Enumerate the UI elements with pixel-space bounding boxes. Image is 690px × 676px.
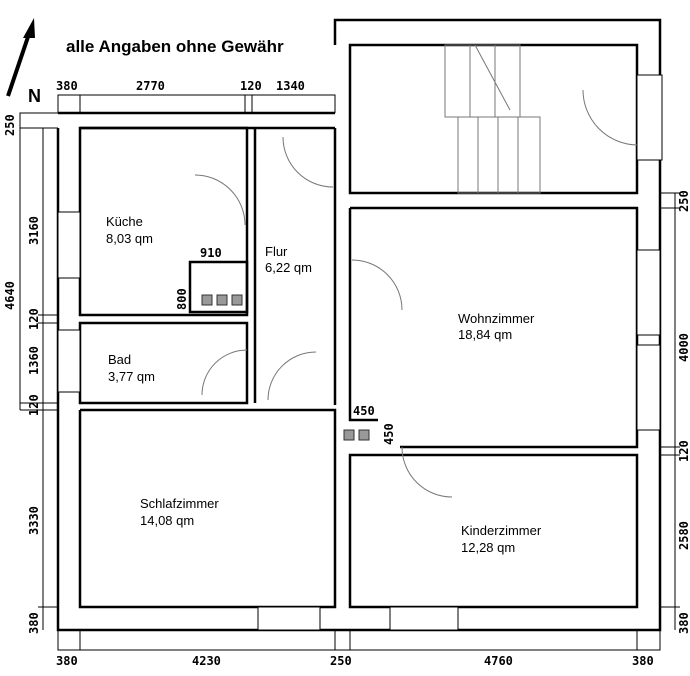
dim-right-5: 380 — [677, 612, 690, 634]
dim-bottom-2: 4230 — [192, 654, 221, 668]
dim-left-7: 3330 — [27, 506, 41, 535]
dim-left-6: 120 — [27, 394, 41, 416]
dim-bottom-3: 250 — [330, 654, 352, 668]
dimension-lines — [19, 94, 680, 651]
dim-left-2: 3160 — [27, 216, 41, 245]
dim-inner-450-h: 450 — [353, 404, 375, 418]
dim-left-8: 380 — [27, 612, 41, 634]
dim-bottom-1: 380 — [56, 654, 78, 668]
doors — [194, 89, 639, 498]
dim-top-3: 120 — [240, 79, 262, 93]
dim-bottom-5: 380 — [632, 654, 654, 668]
dim-left-4: 120 — [27, 308, 41, 330]
north-arrow-icon — [6, 18, 35, 97]
dim-inner-800: 800 — [175, 288, 189, 310]
dim-bottom-4: 4760 — [484, 654, 513, 668]
room-area-wohnzimmer: 18,84 qm — [458, 327, 512, 342]
room-name-kinderzimmer: Kinderzimmer — [461, 523, 542, 538]
dim-inner-450-v: 450 — [382, 423, 396, 445]
staircase — [444, 44, 541, 194]
room-area-kueche: 8,03 qm — [106, 231, 153, 246]
dim-inner-910: 910 — [200, 246, 222, 260]
dim-right-2: 4000 — [677, 333, 690, 362]
north-label: N — [28, 86, 41, 106]
room-area-schlafzimmer: 14,08 qm — [140, 513, 194, 528]
dim-top-4: 1340 — [276, 79, 305, 93]
room-name-schlafzimmer: Schlafzimmer — [140, 496, 219, 511]
room-name-bad: Bad — [108, 352, 131, 367]
room-name-kueche: Küche — [106, 214, 143, 229]
dim-right-4: 2580 — [677, 521, 690, 550]
chimney-flues — [201, 294, 370, 441]
dim-top-2: 2770 — [136, 79, 165, 93]
windows — [57, 74, 663, 631]
room-name-wohnzimmer: Wohnzimmer — [458, 311, 535, 326]
dim-left-3: 4640 — [3, 281, 17, 310]
dim-right-3: 120 — [677, 440, 690, 462]
dim-left-1: 250 — [3, 114, 17, 136]
room-area-kinderzimmer: 12,28 qm — [461, 540, 515, 555]
room-area-flur: 6,22 qm — [265, 260, 312, 275]
disclaimer-title: alle Angaben ohne Gewähr — [66, 37, 284, 56]
walls — [56, 18, 662, 632]
room-name-flur: Flur — [265, 244, 288, 259]
dim-left-5: 1360 — [27, 346, 41, 375]
dim-right-1: 250 — [677, 190, 690, 212]
room-area-bad: 3,77 qm — [108, 369, 155, 384]
dim-top-1: 380 — [56, 79, 78, 93]
